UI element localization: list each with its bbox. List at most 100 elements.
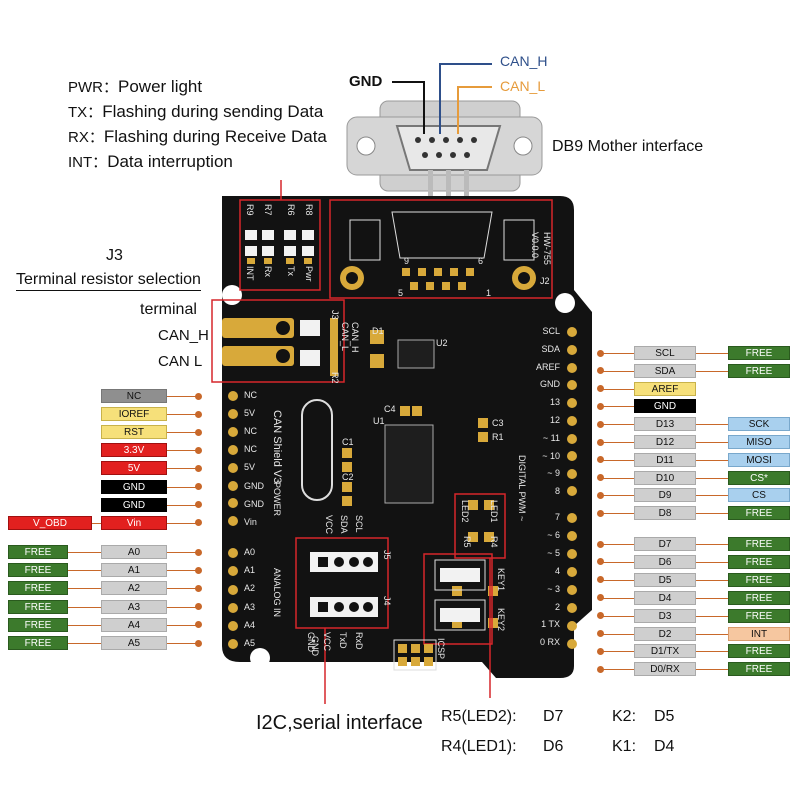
power-pin-tag: Vin	[101, 515, 167, 530]
analog-pin-tag: A4	[101, 617, 167, 632]
terminal-can-h-label: CAN_H	[158, 327, 209, 344]
legend-row: INT：Data interruption	[68, 151, 233, 172]
analog-free-tag: FREE	[8, 636, 68, 650]
k2-label: K2:	[612, 708, 637, 725]
pcb-model: HW-755	[542, 232, 552, 265]
pcb-power-header-label: NC	[244, 444, 257, 455]
pcb-led1: LED1	[489, 500, 499, 523]
legend-separator: ：	[87, 104, 103, 121]
digital-pin-dot	[596, 367, 604, 375]
pcb-digital-label: GND	[540, 379, 560, 390]
pcb-j5-pin-label: SDA	[339, 515, 349, 534]
digital-func-tag: MISO	[728, 435, 790, 449]
power-pin-dot	[194, 519, 202, 527]
digital-func-tag: FREE	[728, 506, 790, 521]
terminal-block-box	[211, 299, 345, 383]
left-header-pins	[228, 391, 238, 649]
pcb-digital-label: ~ 5	[547, 547, 560, 558]
db9-footprint	[340, 211, 536, 290]
power-pin-dot	[194, 501, 202, 509]
pcb-power-header-label: NC	[244, 426, 257, 437]
pcb-d1: D1	[372, 326, 384, 336]
pcb-digital-label: 1 TX	[541, 619, 560, 630]
digital-pin-connector	[603, 513, 634, 515]
digital-pin-tag: D11	[634, 452, 696, 467]
pcb-power-header-label: 5V	[244, 408, 256, 419]
digital-pin-dot	[596, 420, 604, 428]
power-pin-connector	[167, 414, 196, 416]
pcb-key1: KEY1	[496, 568, 506, 592]
pcb-power-header-label: GND	[244, 480, 264, 491]
digital-func-tag: FREE	[728, 363, 790, 378]
pcb-digital-label: 7	[554, 512, 560, 522]
pcb-j5-pin-label: VCC	[324, 515, 334, 535]
power-pin-connector	[167, 468, 196, 470]
pcb-c2: C2	[342, 472, 354, 482]
pcb-c1: C1	[342, 437, 354, 447]
r5-led2-label: R5(LED2):	[441, 708, 517, 725]
pcb-analog-header-label: A2	[244, 583, 256, 594]
digital-func-tag: MOSI	[728, 452, 790, 467]
led-pads	[245, 230, 314, 264]
analog-pin-dot	[194, 584, 202, 592]
analog-free-tag: FREE	[8, 617, 68, 632]
power-pin-dot	[194, 464, 202, 472]
digital-func-tag: FREE	[728, 608, 790, 623]
digital-pin-tag: D6	[634, 554, 696, 569]
power-pin-tag: RST	[101, 425, 167, 440]
digital-pin-dot	[596, 612, 604, 620]
analog-free-tag: FREE	[8, 545, 68, 559]
digital-pin-dot	[596, 540, 604, 548]
power-pin-tag: NC	[101, 389, 167, 403]
power-pin-tag: 3.3V	[101, 443, 167, 458]
pcb-analog-title: ANALOG IN	[272, 568, 282, 618]
power-pin-connector	[167, 504, 196, 506]
pcb-c4: C4	[384, 404, 396, 414]
digital-pin-dot	[596, 594, 604, 602]
pcb-led-name-label: Tx	[286, 266, 296, 276]
k2-pin: D5	[654, 708, 675, 725]
j3-name: J3	[106, 247, 123, 264]
digital-pin-tag: D13	[634, 417, 696, 432]
digital-pin-dot	[596, 509, 604, 517]
digital-pin-dot	[596, 647, 604, 655]
power-pin-dot	[194, 428, 202, 436]
pcb-power-header-label: Vin	[244, 516, 257, 527]
j3-desc: Terminal resistor selection	[16, 271, 201, 291]
legend-row: PWR：Power light	[68, 76, 202, 97]
digital-func-connector	[696, 459, 728, 461]
power-pin-connector	[167, 522, 196, 524]
analog-pin-connector	[167, 588, 196, 590]
digital-func-connector	[696, 579, 728, 581]
k1-label: K1:	[612, 738, 637, 755]
terminal-pads	[222, 318, 338, 366]
can-h-signal-line	[439, 63, 492, 134]
digital-func-tag: FREE	[728, 662, 790, 677]
digital-func-tag: SCK	[728, 417, 790, 432]
pcb-analog-header-label: A0	[244, 547, 256, 557]
pcb-digital-label: 12	[549, 415, 560, 425]
terminal-can-l-label: CAN L	[158, 353, 203, 370]
pcb-shield-name: CAN Shield V3	[271, 410, 283, 484]
analog-connector	[68, 588, 101, 590]
pcb-power-header-label: NC	[244, 390, 257, 400]
i2c-serial-label: I2C,serial interface	[256, 712, 423, 734]
r4-led1-label: R4(LED1):	[441, 738, 517, 755]
digital-pin-tag: SDA	[634, 363, 696, 378]
power-pin-dot	[194, 446, 202, 454]
db9-title: DB9 Mother interface	[552, 138, 704, 155]
digital-func-connector	[696, 651, 728, 653]
digital-pin-connector	[603, 459, 634, 461]
r4-led1-pin: D6	[543, 738, 564, 755]
pcb-led-resistor-label: R9	[245, 204, 255, 216]
pcb-can-h: CAN_H	[350, 322, 360, 353]
power-pin-connector	[167, 486, 196, 488]
digital-func-tag: FREE	[728, 346, 790, 360]
digital-pin-tag: D4	[634, 590, 696, 605]
pcb-j4: J4	[382, 596, 392, 606]
digital-func-connector	[696, 615, 728, 617]
vobd-connector	[92, 522, 101, 524]
pcb-led-resistor-label: R7	[263, 204, 273, 216]
